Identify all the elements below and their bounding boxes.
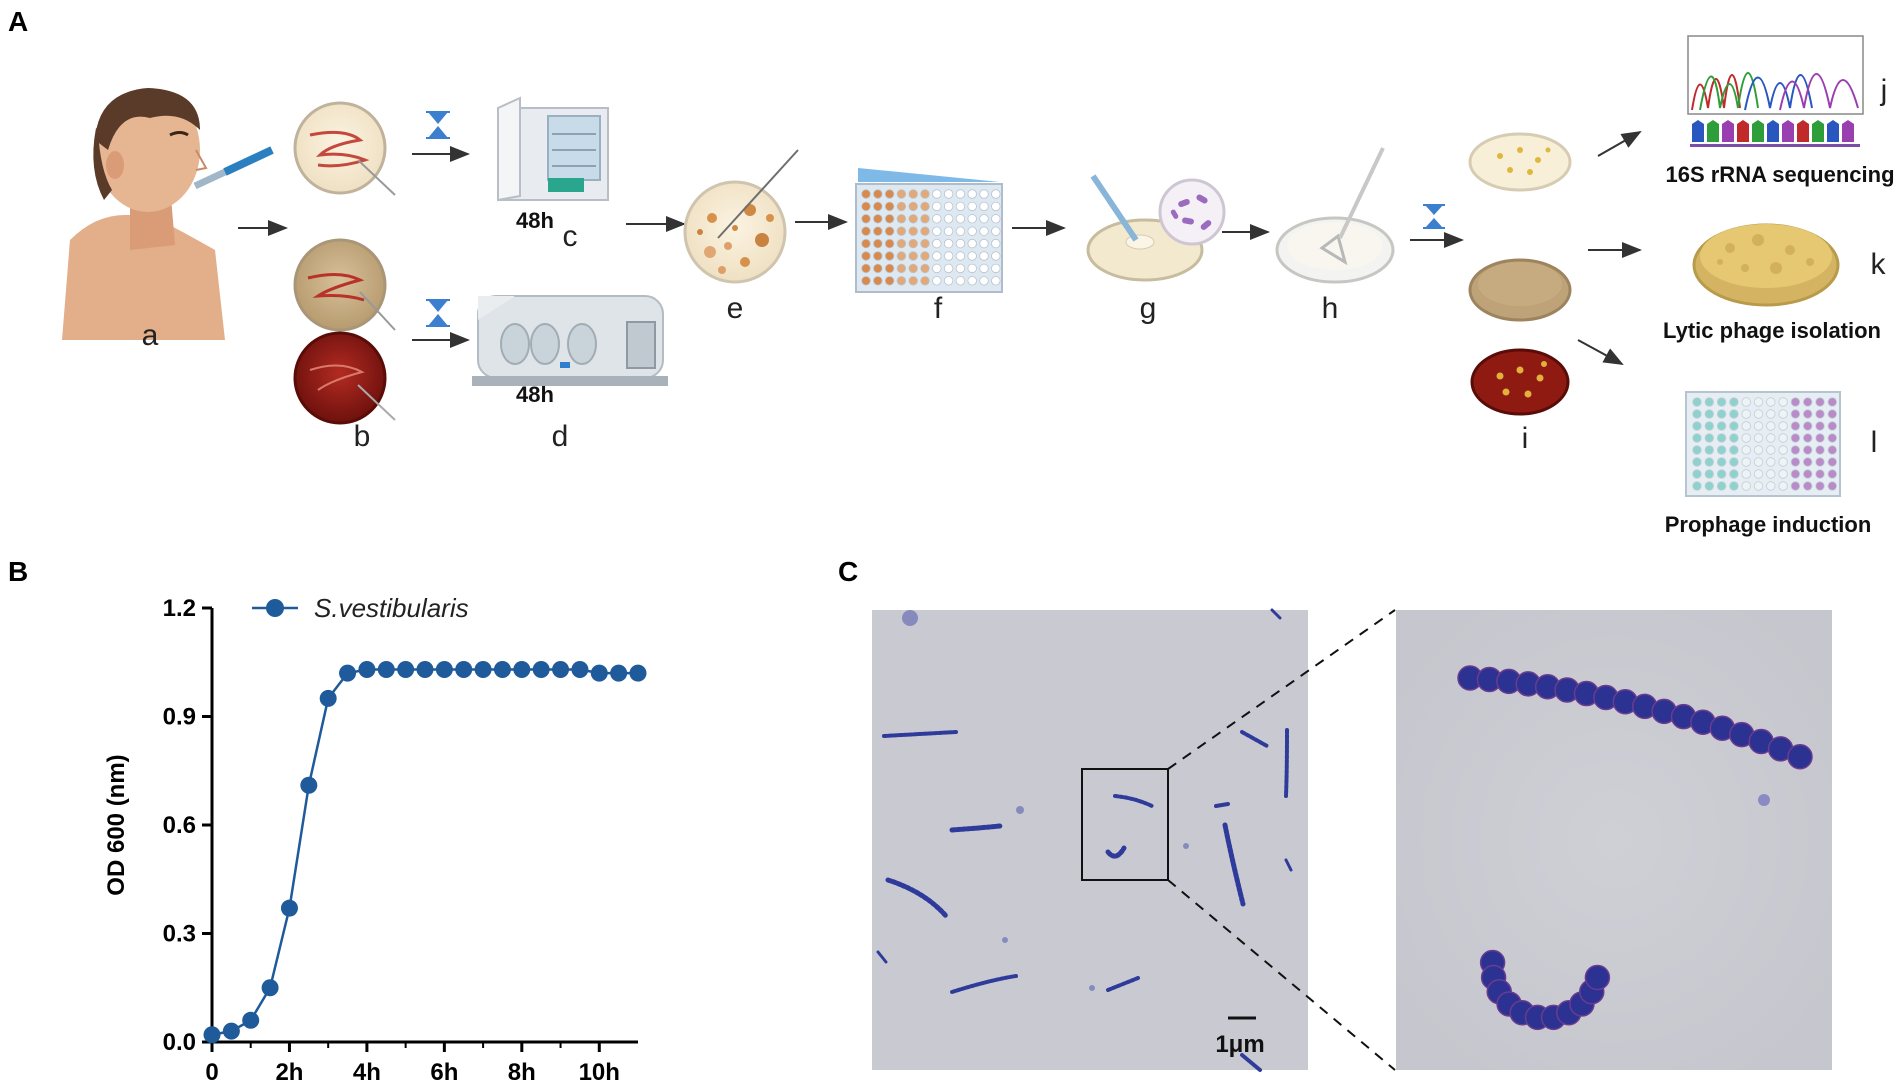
y-tick-label: 0.9	[163, 704, 196, 731]
lytic-plate-icon	[1692, 223, 1840, 307]
step-letter-l: l	[1871, 426, 1878, 459]
step-letter-b: b	[354, 420, 371, 453]
step-letter-g: g	[1140, 292, 1157, 325]
step-letter-c: c	[563, 220, 578, 253]
incubation-time-d: 48h	[516, 382, 554, 407]
data-point	[493, 660, 511, 678]
x-tick-label: 2h	[275, 1059, 303, 1086]
step-letter-e: e	[727, 292, 744, 325]
data-point	[397, 660, 415, 678]
step-letter-h: h	[1322, 292, 1339, 325]
streak-dish-3	[293, 331, 396, 425]
output-label-sequencing: 16S rRNA sequencing	[1665, 162, 1894, 187]
micrograph-figure: 1μm	[872, 608, 1832, 1072]
step-letter-d: d	[552, 420, 569, 453]
y-tick-label: 0.6	[163, 812, 196, 839]
data-point	[358, 660, 376, 678]
step-letter-i: i	[1522, 422, 1529, 455]
output-label-lytic: Lytic phage isolation	[1663, 318, 1881, 343]
x-tick-label: 8h	[508, 1059, 536, 1086]
data-point	[532, 660, 550, 678]
micrograph-overview	[872, 610, 1308, 1070]
legend-marker	[266, 599, 284, 617]
hourglass-icon	[1423, 204, 1445, 229]
data-point	[629, 664, 647, 682]
prophage-plate-icon	[1685, 391, 1841, 497]
plaque-dish-cream	[1468, 132, 1572, 192]
data-point	[513, 660, 531, 678]
data-point	[552, 660, 570, 678]
panel-label-b: B	[8, 556, 29, 587]
data-point	[474, 660, 492, 678]
legend-label: S.vestibularis	[314, 593, 469, 623]
data-point	[610, 664, 628, 682]
data-point	[377, 660, 395, 678]
bacteria-chains	[876, 608, 1293, 1072]
x-tick-label: 4h	[353, 1059, 381, 1086]
y-tick-label: 1.2	[163, 595, 196, 622]
data-point	[300, 776, 318, 794]
incubator-icon	[497, 96, 609, 202]
data-point	[339, 664, 357, 682]
data-point	[261, 979, 279, 997]
scale-bar-label: 1μm	[1215, 1031, 1264, 1058]
agar-mixing-icon	[1086, 174, 1226, 282]
x-tick-label: 6h	[430, 1059, 458, 1086]
panel-label-a: A	[8, 6, 29, 37]
anaerobic-chamber-icon	[472, 295, 668, 386]
data-point	[435, 660, 453, 678]
data-point	[590, 664, 608, 682]
data-point	[416, 660, 434, 678]
step-letter-k: k	[1871, 248, 1887, 281]
zoom-region-box	[1081, 768, 1169, 881]
x-tick-label: 0	[205, 1059, 218, 1086]
data-point	[280, 899, 298, 917]
person-sampling-icon	[62, 88, 274, 340]
output-label-prophage: Prophage induction	[1665, 512, 1872, 537]
data-point	[242, 1011, 260, 1029]
plaque-dish-tan	[1468, 258, 1572, 322]
data-point	[203, 1026, 221, 1044]
data-point	[319, 689, 337, 707]
incubation-time-c: 48h	[516, 208, 554, 233]
streak-dish-1	[293, 101, 396, 196]
y-tick-label: 0.0	[163, 1029, 196, 1056]
growth-curve-chart: 0.0 0.3 0.6 0.9 1.2 0 2h 4h 6h 8h 10h OD 600 (nm) S…	[103, 593, 647, 1086]
panel-label-c: C	[838, 556, 859, 587]
x-tick-label: 10h	[579, 1059, 620, 1086]
data-point	[222, 1022, 240, 1040]
sequencing-chromatogram-icon	[1687, 35, 1864, 147]
hourglass-icon	[426, 299, 450, 327]
zoomed-bacteria-chains	[1457, 665, 1813, 1031]
step-letter-a: a	[142, 319, 159, 352]
step-letter-f: f	[934, 292, 943, 325]
y-axis-label: OD 600 (nm)	[103, 754, 130, 895]
spreading-dish-icon	[1275, 147, 1395, 284]
y-tick-label: 0.3	[163, 921, 196, 948]
hourglass-icon	[426, 111, 450, 139]
step-letter-j: j	[1880, 74, 1888, 107]
well-plate-icon	[855, 168, 1003, 293]
series-line	[211, 668, 638, 1036]
data-point	[455, 660, 473, 678]
streak-dish-2	[293, 238, 396, 332]
plaque-dish-red	[1470, 348, 1570, 416]
workflow-diagram: a b 48h c	[62, 35, 1895, 537]
data-point	[571, 660, 589, 678]
colony-dish-icon	[683, 149, 799, 284]
